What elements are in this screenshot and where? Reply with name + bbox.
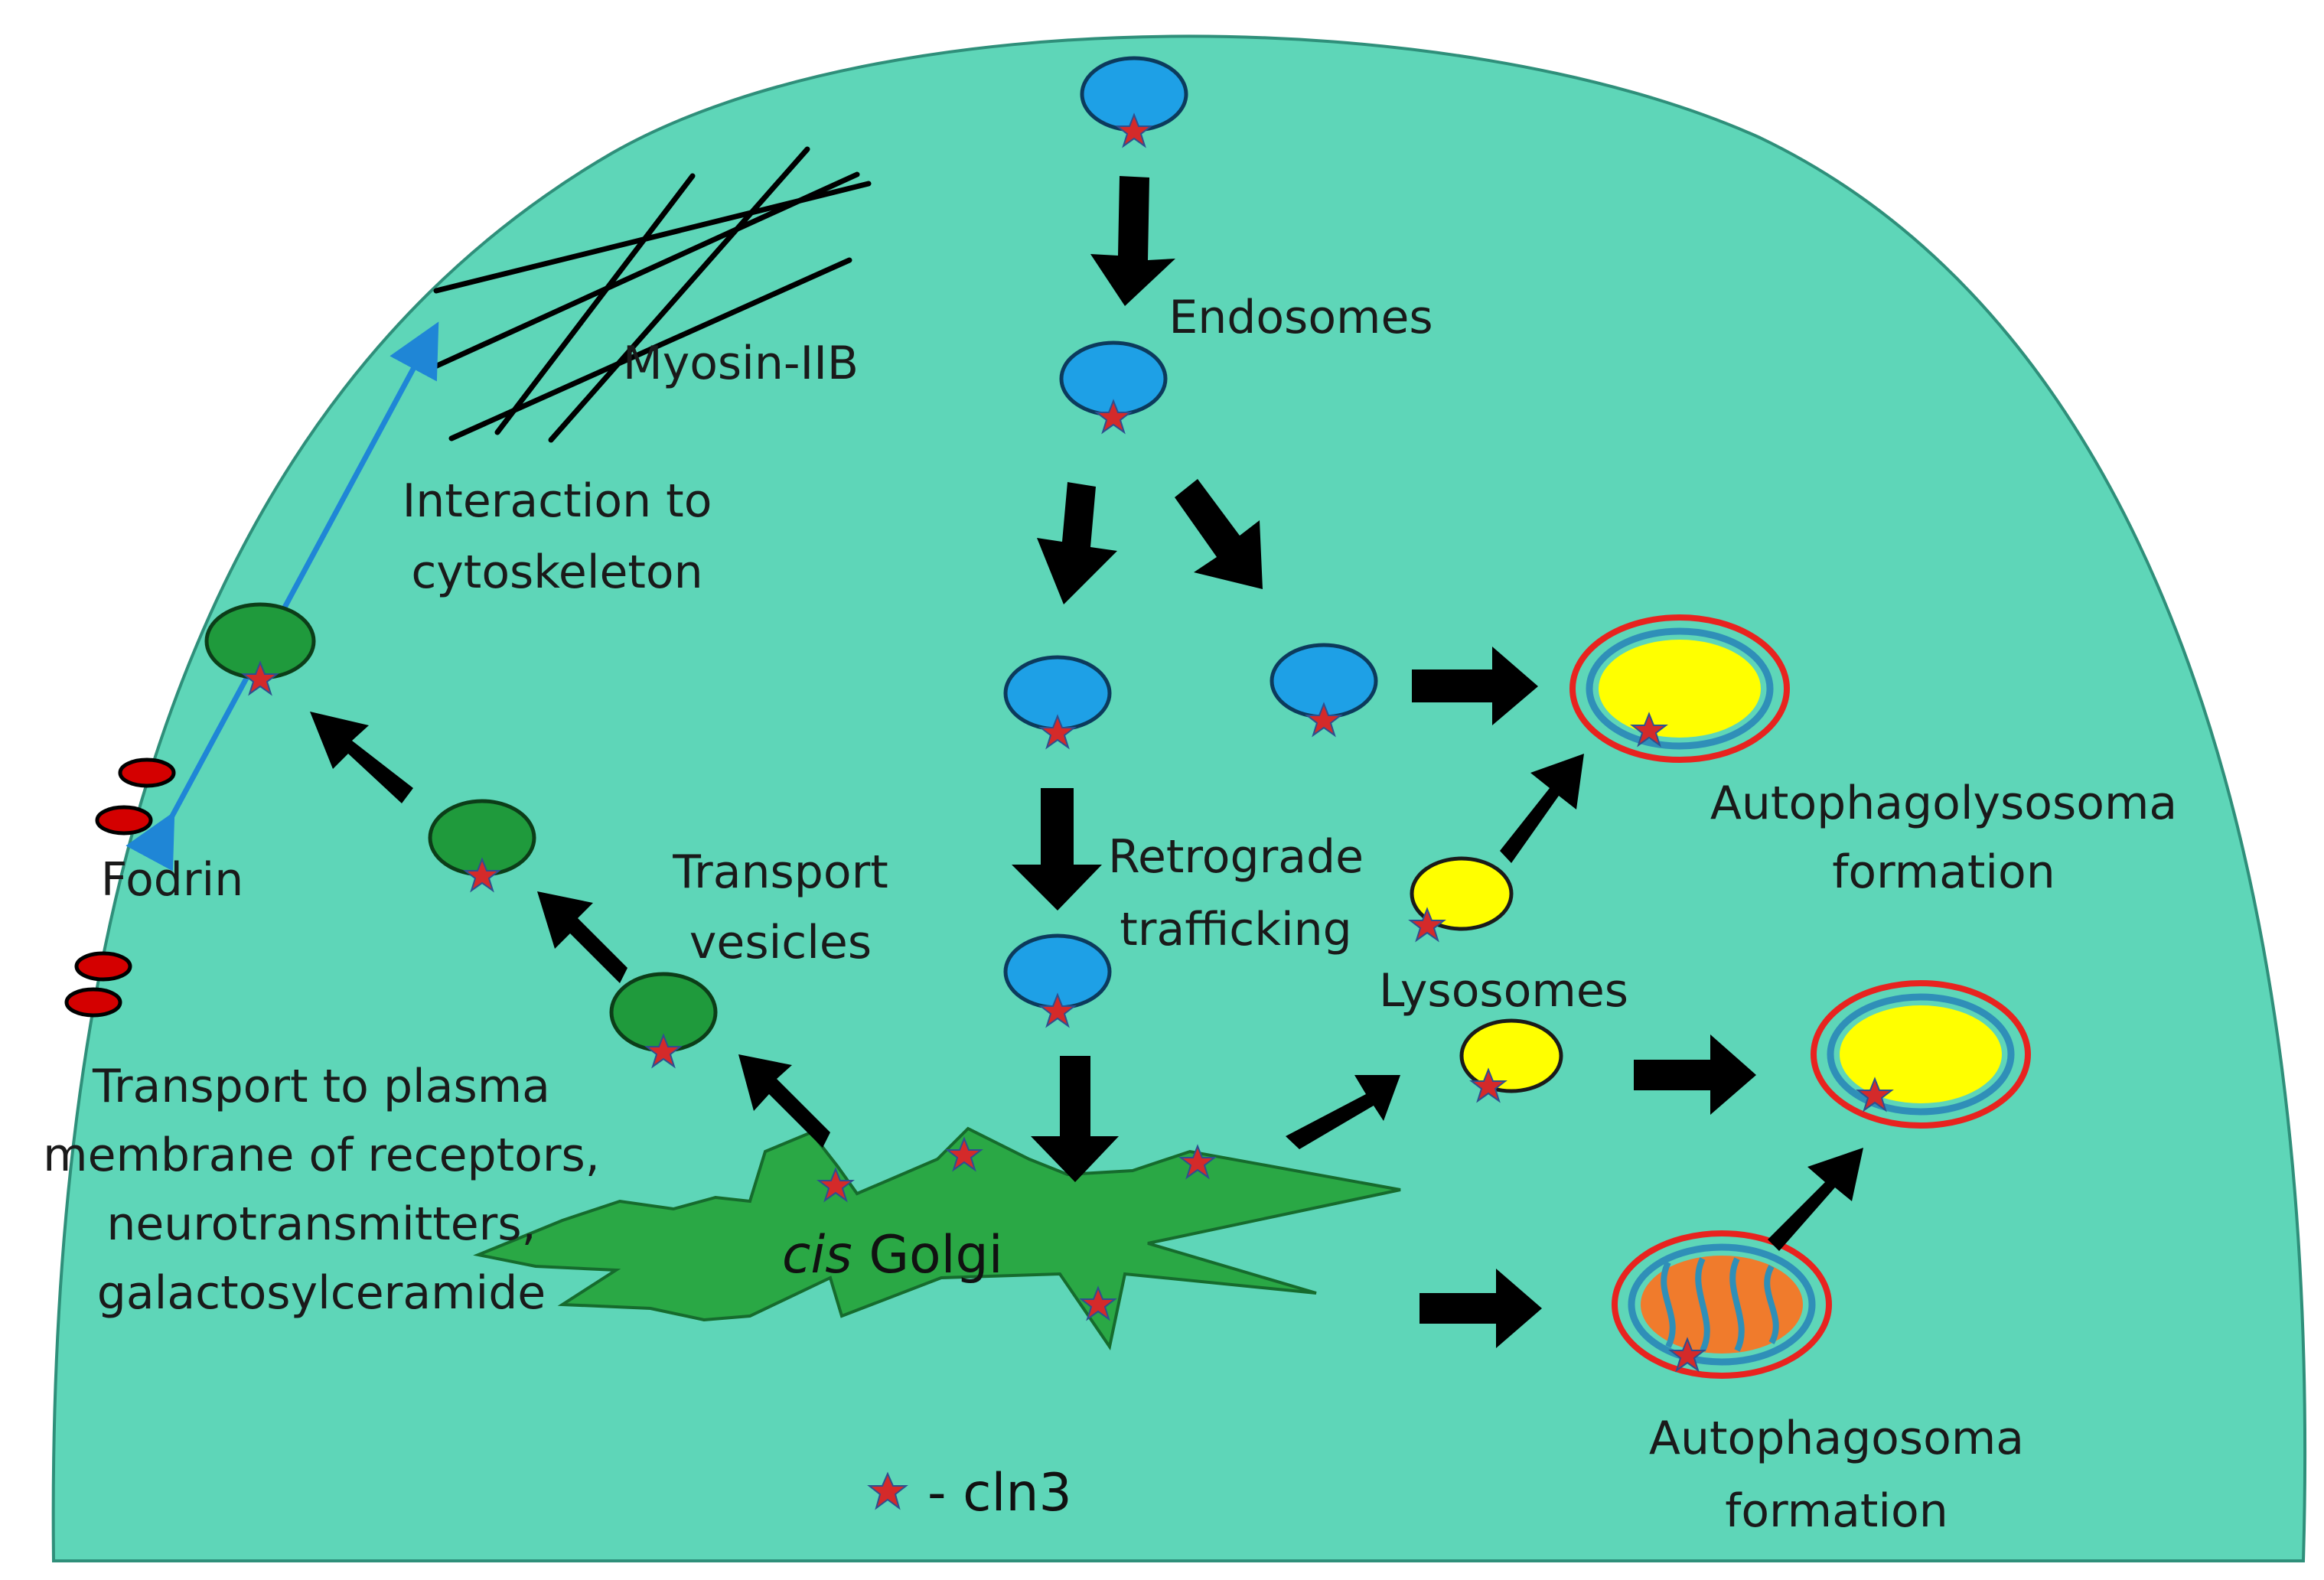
label-plasma-line2: membrane of receptors, (43, 1129, 600, 1182)
black-arrows (310, 176, 1863, 1348)
label-autophagosoma-line2: formation (1725, 1484, 1948, 1538)
label-autophagolysosoma-line2: formation (1832, 845, 2055, 899)
arrow-up-right (1768, 1148, 1863, 1251)
label-retrograde-line1: Retrograde (1108, 830, 1364, 884)
cln3-star (1856, 1077, 1894, 1113)
fodrin-molecules (64, 757, 176, 1018)
arrow-up-right (1286, 1075, 1400, 1149)
label-autophagolysosoma-line1: Autophagolysosoma (1710, 777, 2177, 830)
arrow-down (1090, 176, 1175, 306)
label-retrograde-line2: trafficking (1120, 903, 1352, 956)
arrow-down (1175, 479, 1263, 589)
cln3-star (644, 1033, 683, 1069)
arrow-right (1412, 647, 1538, 725)
arrow-up-left (310, 712, 413, 803)
label-transport-vesicles-line1: Transport (672, 845, 888, 899)
autophagolysosome-upper (1569, 614, 1790, 763)
cln3-star (816, 1167, 855, 1203)
cln3-star (1115, 112, 1153, 148)
cln3-star (1178, 1144, 1217, 1180)
label-lysosomes: Lysosomes (1379, 964, 1628, 1018)
autophagosome (1612, 1230, 1832, 1379)
arrow-up-left (738, 1054, 830, 1148)
label-interaction-line2: cytoskeleton (411, 546, 702, 599)
legend-star (867, 1471, 908, 1510)
endosomes (1003, 56, 1378, 1010)
arrow-right (1419, 1269, 1542, 1348)
cln3-star (1469, 1067, 1508, 1103)
cln3-star (1038, 714, 1077, 750)
label-myosin: Myosin-IIB (623, 337, 859, 390)
arrow-down (1012, 788, 1102, 911)
arrow-down (1037, 482, 1117, 604)
cln3-star (1094, 399, 1133, 435)
cln3-star (1408, 907, 1446, 943)
label-transport-vesicles-line2: vesicles (689, 916, 872, 969)
label-plasma-line1: Transport to plasma (92, 1060, 550, 1113)
cln3-star (1630, 712, 1668, 748)
legend-cln3: - cln3 (927, 1463, 1072, 1523)
cln3-markers (241, 112, 1894, 1510)
transport-vesicles (204, 602, 718, 1053)
cln3-star (241, 660, 279, 696)
arrow-up-right (1500, 754, 1584, 863)
cln3-star (463, 857, 501, 893)
arrow-up-left (537, 891, 627, 983)
label-endosomes: Endosomes (1169, 291, 1433, 344)
label-plasma-line4: galactosylceramide (97, 1266, 546, 1320)
arrow-down (1031, 1056, 1119, 1182)
lysosome (1410, 856, 1514, 931)
label-interaction-line1: Interaction to (403, 474, 712, 528)
label-plasma-line3: neurotransmitters, (106, 1197, 536, 1251)
cis-golgi (473, 1126, 1401, 1350)
label-cis-golgi: cis Golgi (782, 1225, 1003, 1285)
autophagolysosome-lower (1811, 980, 2031, 1129)
cln3-star (1668, 1337, 1706, 1373)
cln3-star (945, 1136, 983, 1172)
cln3-star (1305, 702, 1343, 738)
myosin-filaments (425, 146, 872, 443)
cln3-star (1079, 1285, 1117, 1321)
mitochondrion (1641, 1256, 1803, 1354)
arrow-right (1634, 1034, 1756, 1115)
label-autophagosoma-line1: Autophagosoma (1649, 1412, 2024, 1465)
label-fodrin: Fodrin (101, 853, 244, 907)
cytoskeleton-arrow (125, 321, 439, 871)
cln3-star (1038, 992, 1077, 1028)
